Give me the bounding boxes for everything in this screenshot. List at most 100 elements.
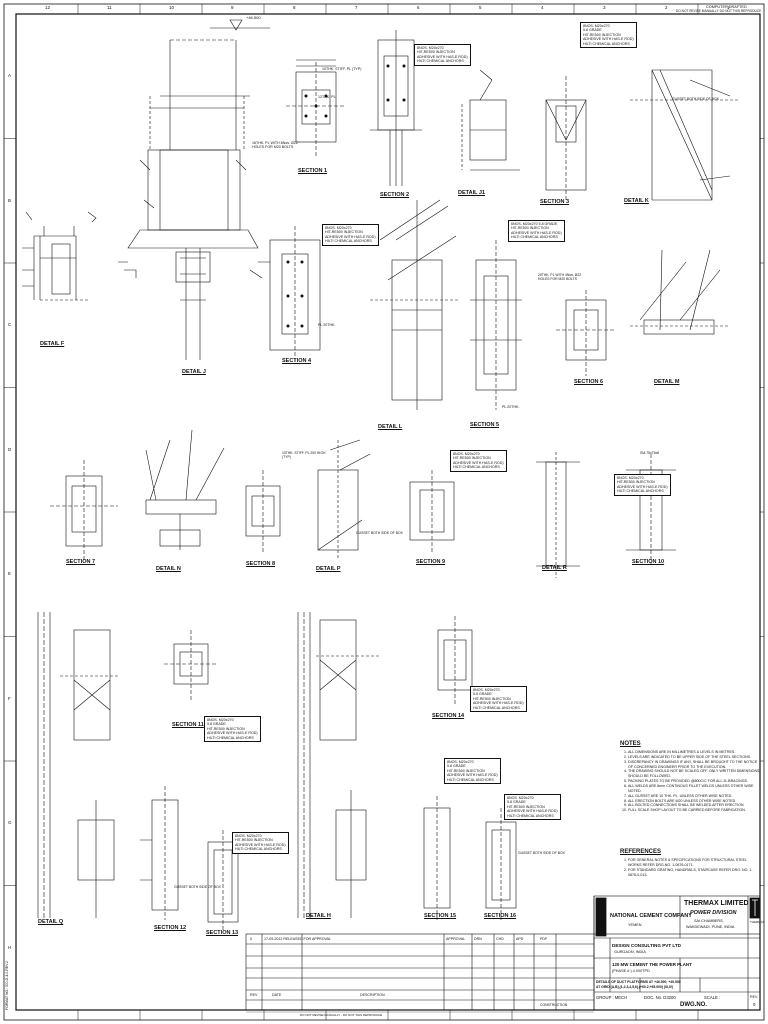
detail-f-drawing — [22, 211, 97, 301]
anchor-line: ADHESIVE WITH HAS-E ROD) — [325, 234, 376, 239]
label-section-15: SECTION 15 — [424, 913, 457, 919]
approved-by: APD — [516, 937, 524, 941]
section-14-drawing — [437, 616, 473, 704]
scale-field: SCALE : — [704, 995, 721, 1000]
do-not-revise-note: DO NOT REVISE MANUALLY DO NOT THIS REPRO… — [676, 9, 762, 13]
anchor-line: HIT-RE500 INJECTION — [583, 32, 621, 37]
detail-h-drawing — [297, 612, 380, 918]
anchor-line: 8NOS. M20x270 — [235, 834, 262, 838]
label-section-2: SECTION 2 — [380, 192, 410, 198]
group-field: GROUP : MECH — [596, 995, 628, 1000]
anchor-line: 8NOS. M20x270 — [325, 226, 352, 230]
detail-m-drawing — [630, 249, 728, 335]
grid-letter-label: E — [8, 571, 12, 577]
label-section-6: SECTION 6 — [574, 379, 604, 385]
section-7-drawing — [50, 460, 118, 560]
detail-p-drawing — [317, 439, 371, 560]
note-item: ALL DIMENSIONS ARE IN MILLIMETRES & LEVE… — [628, 750, 760, 755]
address-line-1: SAI CHAMBERS, — [694, 919, 724, 923]
grid-number-label: 1 — [727, 5, 730, 10]
anchor-line: 8NOS. M20x270 — [473, 688, 500, 692]
anchor-line: HILTI CHEMICAL ANCHORS — [417, 59, 464, 64]
label-detail-p: DETAIL P — [316, 566, 341, 572]
section-12-drawing — [140, 786, 179, 920]
callout-pl20: PL 20THK. — [318, 323, 336, 327]
references-heading: REFERENCES — [620, 849, 662, 855]
grid-number-label: 3 — [603, 5, 606, 10]
grid-letter-label: F — [8, 695, 11, 701]
title-block-lines — [245, 895, 761, 1013]
detail-l-drawing — [370, 199, 460, 410]
anchor-callout-box: 8NOS. M20x270 HIT-RE500 INJECTION ADHESI… — [414, 44, 471, 66]
note-item: THE DRAWING SHOULD NOT BE SCALED OFF. ON… — [628, 769, 760, 779]
anchor-line: 8NOS. M20x270 — [417, 46, 444, 50]
anchor-line: 5.8 GRADE — [583, 28, 602, 33]
anchor-callout-box: 8NOS. M20x270 5.8 GRADE HIT-RE500 INJECT… — [444, 758, 501, 785]
detail-q-drawing — [37, 612, 120, 918]
company-name: THERMAX LIMITED — [684, 900, 749, 907]
drawing-title-2: AT GRID (A,B),(1,2,3,4,5,6),(+60.2,+65.0… — [596, 985, 674, 989]
anchor-line: 5.8 GRADE — [447, 764, 466, 769]
label-section-13: SECTION 13 — [206, 930, 239, 936]
general-notes: NOTES ALL DIMENSIONS ARE IN MILLIMETRES … — [620, 740, 760, 813]
rev-value: 0 — [753, 1002, 756, 1007]
reference-item: FOR STANDARD GRATING, HANDRAILS, STAIRCA… — [628, 868, 760, 878]
anchor-line: HIT-RE500 INJECTION — [511, 226, 549, 231]
format-number: FORMAT NO.: 300-G-4-0-REV.2 — [5, 961, 9, 1010]
project-sub: (PHASE # ) 4,000TPD — [612, 969, 650, 973]
anchor-callout-box: 8NOS. M20x270 5.8 GRADE HIT-RE500 INJECT… — [504, 794, 561, 821]
anchor-line: 8NOS. M20x270 — [583, 24, 610, 28]
note-item: PACKING PLATES TO BE PROVIDED @800C/C FO… — [628, 779, 760, 784]
anchor-callout-box: 8NOS. M20x270 HIT-RE500 INJECTION ADHESI… — [232, 832, 289, 854]
grid-letter-label: B — [8, 197, 12, 203]
consultant-name: DESIGN CONSULTING PVT LTD — [612, 943, 681, 948]
anchor-line: 6NOS. M20x270 5.8 GRADE — [511, 222, 558, 226]
anchor-line: HILTI CHEMICAL ANCHORS — [235, 847, 282, 852]
anchor-line: 8NOS. M20x270 — [447, 760, 474, 764]
anchor-line: 8NOS. M20x270 — [453, 452, 480, 456]
anchor-line: HILTI CHEMICAL ANCHORS — [511, 235, 558, 240]
anchor-callout-box: 8NOS. M20x270 HIT-RE500 INJECTION ADHESI… — [450, 450, 507, 472]
doc-number: DOC. No. D3200 — [644, 995, 676, 1000]
anchor-line: ADHESIVE WITH HAS-E ROD) — [583, 37, 634, 42]
label-detail-m: DETAIL M — [654, 379, 680, 385]
grid-number-label: 9 — [231, 5, 234, 10]
anchor-callout-box: 8NOS. M20x270 5.8 GRADE HIT-RE500 INJECT… — [580, 22, 637, 49]
anchor-line: HIT-RE500 INJECTION — [447, 768, 485, 773]
section-5-drawing — [470, 240, 522, 410]
section-15-drawing — [423, 796, 451, 920]
label-section-16: SECTION 16 — [484, 913, 517, 919]
section-10-drawing — [626, 454, 676, 564]
anchor-callout-box: 6NOS. M20x270 5.8 GRADE HIT-RE500 INJECT… — [508, 220, 565, 242]
elevation-mark: +46.500 — [246, 15, 261, 20]
section-13-drawing — [207, 830, 239, 930]
note-item: FULL SCALE SHOP LAYOUT TO BE CARRIED BEF… — [628, 808, 760, 813]
checked-by: CHD — [496, 937, 504, 941]
anchor-line: ADHESIVE WITH HAS-E ROD) — [453, 460, 504, 465]
section-16-drawing — [485, 808, 517, 920]
rev-label: REV. — [750, 995, 759, 999]
label-detail-f: DETAIL F — [40, 341, 65, 347]
section-3-drawing — [545, 76, 587, 200]
dwg-no-label: DWG.NO. — [680, 1002, 707, 1008]
note-item: DISCREPANCY IN DRAWINGS IF ANY, SHALL BE… — [628, 760, 760, 770]
grid-number-label: 8 — [293, 5, 296, 10]
anchor-line: HILTI CHEMICAL ANCHORS — [453, 465, 500, 470]
description-header: DESCRIPTION — [360, 993, 385, 997]
label-detail-j1: DETAIL J1 — [458, 190, 485, 196]
grid-number-label: 6 — [417, 5, 420, 10]
grid-letter-label: H — [8, 944, 12, 950]
note-item: LEVELS ARE INDICATED TO BE UPPER SIDE OF… — [628, 755, 760, 760]
sign-line: DO NOT REVISE MANUALLY - DO NOT THIS REP… — [300, 1013, 383, 1017]
anchor-line: HIT-RE500 INJECTION — [325, 230, 363, 235]
callout-pl20: PL 20THK. — [502, 405, 520, 409]
label-detail-r: DETAIL R — [542, 565, 567, 571]
callout-gusset: GUSSET BOTH SIDE OF BOX — [518, 851, 565, 855]
anchor-line: ADHESIVE WITH HAS-E ROD) — [235, 842, 286, 847]
anchor-line: ADHESIVE WITH HAS-E ROD) — [507, 809, 558, 814]
callout-isa: ISA 75x75x8 — [640, 451, 660, 455]
anchor-line: 8NOS. M20x270 — [507, 796, 534, 800]
client-location: YEMEN — [628, 923, 642, 927]
anchor-line: HILTI CHEMICAL ANCHORS — [617, 489, 664, 494]
